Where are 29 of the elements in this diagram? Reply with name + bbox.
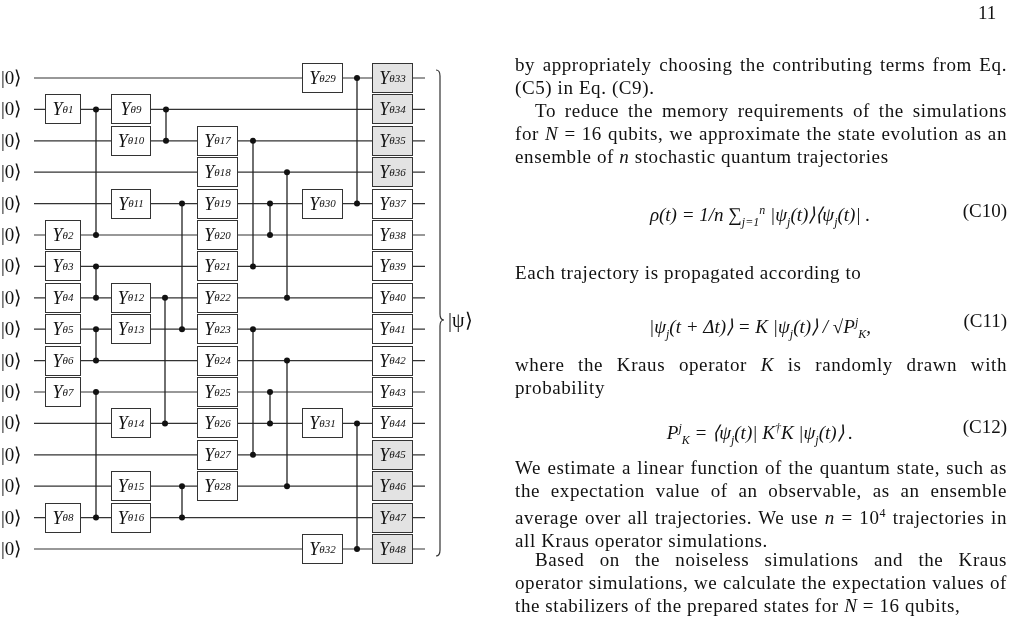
initial-state-label: |0⟩ — [1, 97, 22, 121]
equation-number: (C10) — [962, 200, 1007, 222]
paragraph: We estimate a linear function of the quantum state, such as the expectation value of an observable, as an ensemble average over all trajectories. We use n = 10$^{4}$ trajectories in all Kraus operator simulations. — [515, 456, 1007, 553]
output-state-label: |ψ⟩ — [448, 308, 473, 332]
initial-state-label: |0⟩ — [1, 223, 22, 246]
initial-state-label: |0⟩ — [1, 348, 22, 372]
equation: |ψ$_{j}$(t + Δt)⟩ = K |ψ$_{j}$(t)⟩ / √P$^{j}$$_{K}$, — [649, 314, 871, 344]
paragraph: by appropriately choosing the contributing terms from Eq. (C5) in Eq. (C9). — [515, 53, 1007, 99]
initial-state-label: |0⟩ — [1, 380, 22, 403]
initial-state-label: |0⟩ — [1, 537, 22, 560]
initial-state-label: |0⟩ — [1, 505, 22, 529]
equation-number: (C12) — [962, 416, 1007, 438]
initial-state-label: |0⟩ — [1, 191, 22, 215]
initial-state-label: |0⟩ — [1, 128, 22, 152]
paragraph: Each trajectory is propagated according to — [515, 261, 863, 284]
initial-state-label: |0⟩ — [1, 160, 22, 184]
initial-state-label: |0⟩ — [1, 285, 22, 309]
initial-state-label: |0⟩ — [1, 411, 22, 435]
page-number: 11 — [978, 2, 997, 24]
equation: ρ(t) = 1/n ∑$_{j=1}$$^{n}$ |ψ$_{j}$(t)⟩⟨ψ$_{j}$(t)| . — [649, 202, 871, 232]
paragraph: where the Kraus operator K is randomly drawn with probability — [515, 353, 1007, 399]
initial-state-label: |0⟩ — [1, 254, 22, 278]
initial-state-label: |0⟩ — [1, 317, 22, 341]
equation-number: (C11) — [963, 310, 1007, 332]
paragraph: To reduce the memory requirements of the simulations for N = 16 qubits, we approximate the state evolution as an ensemble of n stochastic quantum trajectories — [515, 99, 1007, 168]
initial-state-label: |0⟩ — [1, 66, 22, 89]
initial-state-label: |0⟩ — [1, 442, 22, 466]
initial-state-label: |0⟩ — [1, 474, 22, 498]
equation: P$^{j}$$_{K}$ = ⟨ψ$_{j}$(t)| K$^{†}$K |ψ$_{j}$(t)⟩ . — [666, 420, 854, 450]
